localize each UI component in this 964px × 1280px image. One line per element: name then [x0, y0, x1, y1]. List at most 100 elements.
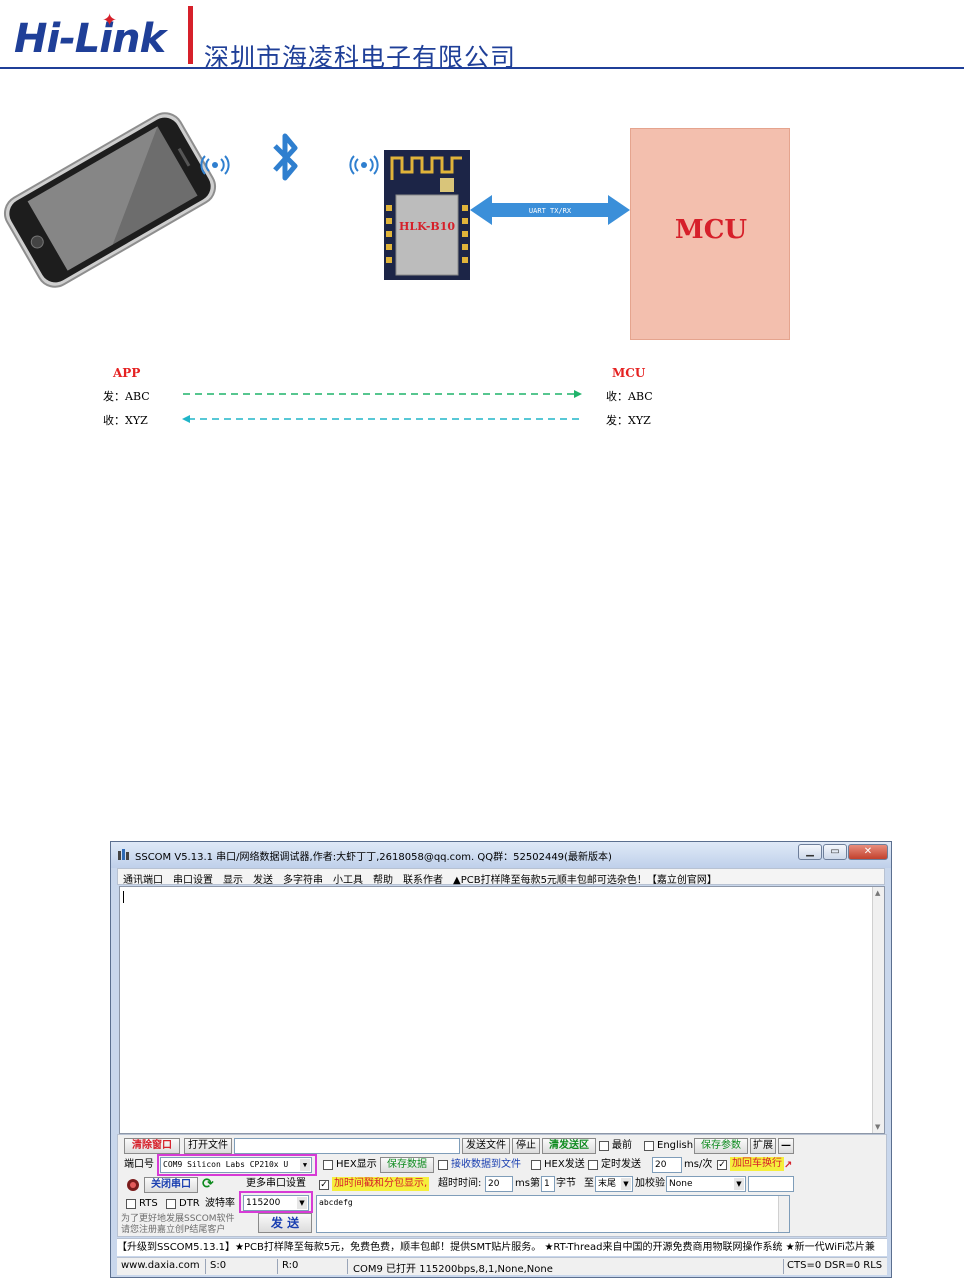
hex-display-checkbox[interactable] — [323, 1160, 333, 1170]
pointer-arrow-icon: ↗ — [784, 1159, 792, 1173]
menu-item[interactable]: 联系作者 — [398, 869, 448, 886]
module-label: HLK-B10 — [399, 220, 455, 233]
promo-ticker[interactable]: 【升级到SSCOM5.13.1】★PCB打样降至每款5元，免费色费，顺丰包邮！提… — [117, 1238, 887, 1256]
port-status-icon — [126, 1178, 140, 1192]
interval-input[interactable]: 20 — [652, 1157, 682, 1173]
topmost-checkbox[interactable] — [599, 1141, 609, 1151]
more-settings-link[interactable]: 更多串口设置 — [246, 1177, 306, 1191]
save-data-button[interactable]: 保存数据 — [380, 1157, 434, 1173]
hex-send-label: HEX发送 — [544, 1158, 585, 1172]
logo-text: Hi-Link — [14, 16, 165, 62]
hex-send-checkbox[interactable] — [531, 1160, 541, 1170]
scroll-up-icon[interactable]: ▲ — [875, 889, 880, 897]
collapse-button[interactable]: — — [778, 1138, 794, 1154]
clear-window-button[interactable]: 清除窗口 — [124, 1138, 180, 1154]
receive-area[interactable]: ▲ ▼ — [119, 886, 885, 1134]
port-highlight — [157, 1154, 317, 1176]
file-path-input[interactable] — [234, 1138, 460, 1154]
status-divider — [347, 1259, 348, 1274]
recv-to-file-label: 接收数据到文件 — [451, 1158, 521, 1172]
menu-bar: 通讯端口串口设置显示发送多字符串小工具帮助联系作者▲PCB打样降至每款5元顺丰包… — [117, 868, 885, 885]
timed-send-checkbox[interactable] — [588, 1160, 598, 1170]
checksum-select[interactable]: None ▼ — [666, 1176, 746, 1192]
text-caret — [123, 891, 124, 903]
byte-label: 字节 — [556, 1177, 576, 1191]
dtr-label: DTR — [179, 1197, 200, 1211]
checksum-value: None — [669, 1179, 692, 1189]
clear-send-button[interactable]: 清发送区 — [542, 1138, 596, 1154]
mcu-send-text: 发：XYZ — [606, 412, 651, 428]
maximize-icon[interactable]: ▭ — [823, 844, 847, 860]
mcu-recv-text: 收：ABC — [606, 388, 653, 404]
english-label: English — [657, 1139, 693, 1153]
close-icon[interactable]: ✕ — [848, 844, 888, 860]
menu-item[interactable]: 发送 — [248, 869, 278, 886]
expand-button[interactable]: 扩展 — [750, 1138, 776, 1154]
to-label: 至 — [584, 1177, 594, 1191]
add-crlf-label: 加回车换行 — [730, 1157, 784, 1171]
mcu-title: MCU — [631, 215, 791, 245]
hex-display-label: HEX显示 — [336, 1158, 377, 1172]
menu-item-ad[interactable]: ▲PCB打样降至每款5元顺丰包邮可选杂色！【嘉立创官网】 — [448, 869, 722, 886]
uart-label: UART TX/RX — [529, 207, 572, 215]
nth-input[interactable]: 1 — [541, 1176, 555, 1192]
receive-scrollbar[interactable]: ▲ ▼ — [872, 887, 884, 1133]
sent-count: S:0 — [210, 1260, 226, 1271]
promo-text[interactable]: 为了更好地发展SSCOM软件 请您注册嘉立创P结尾客户 — [121, 1214, 235, 1236]
timestamp-checkbox[interactable]: ✓ — [319, 1180, 329, 1190]
app-icon — [117, 848, 131, 862]
menu-item[interactable]: 小工具 — [328, 869, 368, 886]
app-send-text: 发：ABC — [103, 388, 150, 404]
open-file-button[interactable]: 打开文件 — [184, 1138, 232, 1154]
menu-item[interactable]: 串口设置 — [168, 869, 218, 886]
chevron-down-icon[interactable]: ▼ — [621, 1178, 631, 1190]
send-button[interactable]: 发 送 — [258, 1213, 312, 1233]
smartphone-icon — [0, 110, 222, 293]
port-status-text: COM9 已打开 115200bps,8,1,None,None — [353, 1260, 553, 1275]
logo-star-icon: ✦ — [102, 10, 117, 31]
end-value: 末尾 — [598, 1179, 616, 1189]
rts-checkbox[interactable] — [126, 1199, 136, 1209]
stop-button[interactable]: 停止 — [512, 1138, 540, 1154]
send-input[interactable]: abcdefg — [316, 1195, 790, 1233]
refresh-icon[interactable]: ⟳ — [202, 1177, 214, 1191]
recv-to-file-checkbox[interactable] — [438, 1160, 448, 1170]
received-count: R:0 — [282, 1260, 298, 1271]
control-panel: 清除窗口 打开文件 发送文件 停止 清发送区 最前 English 保存参数 扩… — [117, 1134, 887, 1237]
add-crlf-checkbox[interactable]: ✓ — [717, 1160, 727, 1170]
window-titlebar: SSCOM V5.13.1 串口/网络数据调试器,作者:大虾丁丁,2618058… — [111, 842, 891, 868]
checksum-label: 加校验 — [635, 1177, 665, 1191]
window-title: SSCOM V5.13.1 串口/网络数据调试器,作者:大虾丁丁,2618058… — [135, 848, 612, 863]
send-file-button[interactable]: 发送文件 — [462, 1138, 510, 1154]
baud-highlight — [239, 1191, 313, 1213]
mcu-side-label: MCU — [612, 366, 645, 380]
status-divider — [783, 1259, 784, 1274]
company-logo: Hi-Link ✦ — [8, 8, 198, 68]
send-scrollbar[interactable] — [778, 1196, 789, 1232]
save-params-button[interactable]: 保存参数 — [694, 1138, 748, 1154]
menu-item[interactable]: 多字符串 — [278, 869, 328, 886]
chevron-down-icon[interactable]: ▼ — [734, 1178, 744, 1190]
nth-label: 第 — [530, 1177, 540, 1191]
timeout-input[interactable]: 20 — [485, 1176, 513, 1192]
status-divider — [277, 1259, 278, 1274]
module-signal-icon — [350, 156, 377, 174]
checksum-extra-field[interactable] — [748, 1176, 794, 1192]
website-link[interactable]: www.daxia.com — [121, 1260, 200, 1271]
topmost-label: 最前 — [612, 1139, 632, 1153]
menu-item[interactable]: 显示 — [218, 869, 248, 886]
scroll-down-icon[interactable]: ▼ — [875, 1123, 880, 1131]
timed-send-label: 定时发送 — [601, 1158, 641, 1172]
close-port-button[interactable]: 关闭串口 — [144, 1177, 198, 1193]
menu-item[interactable]: 通讯端口 — [118, 869, 168, 886]
logo-divider — [188, 6, 193, 64]
end-select[interactable]: 末尾 ▼ — [595, 1176, 633, 1192]
english-checkbox[interactable] — [644, 1141, 654, 1151]
baud-label: 波特率 — [205, 1197, 235, 1211]
minimize-icon[interactable]: ▁ — [798, 844, 822, 860]
menu-item[interactable]: 帮助 — [368, 869, 398, 886]
dtr-checkbox[interactable] — [166, 1199, 176, 1209]
app-recv-text: 收：XYZ — [103, 412, 148, 428]
mcu-block: MCU — [630, 128, 790, 340]
header-rule — [0, 67, 964, 69]
